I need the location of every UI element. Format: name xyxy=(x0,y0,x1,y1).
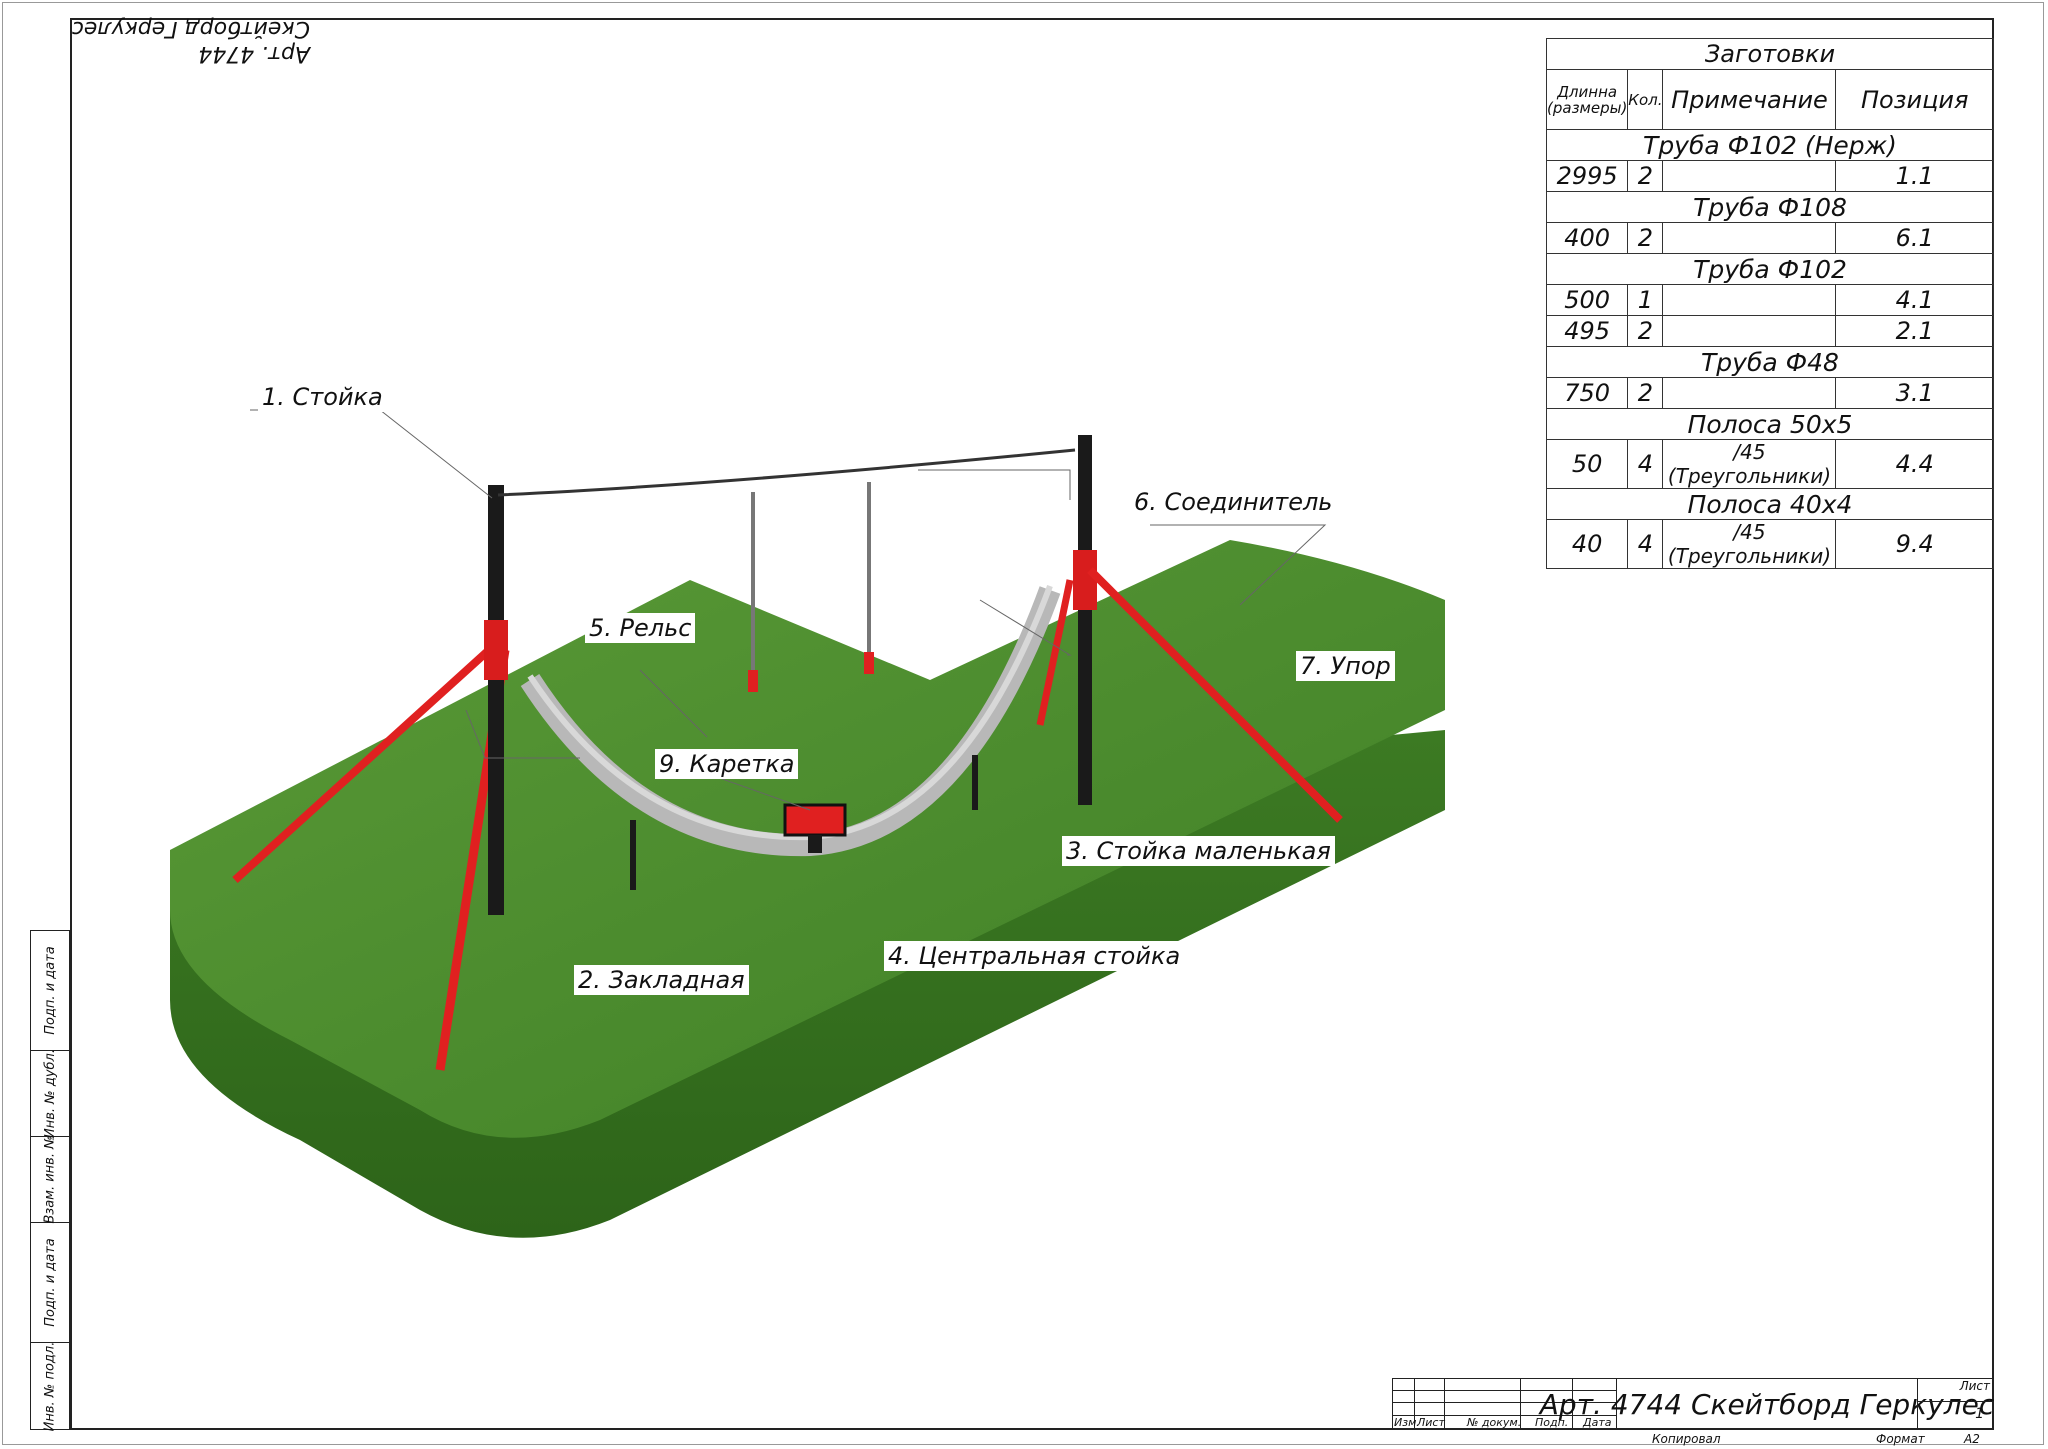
cell-position: 3.1 xyxy=(1835,377,1994,409)
cell-position: 6.1 xyxy=(1835,222,1994,254)
cell-qty: 1 xyxy=(1627,284,1664,316)
rope-tassel-1 xyxy=(748,670,758,692)
cell-length: 750 xyxy=(1545,377,1629,409)
material-name: Труба Ф102 (Нерж) xyxy=(1546,129,1994,161)
cell-note xyxy=(1662,284,1837,316)
right-post xyxy=(1078,435,1092,805)
col-label: Подп. xyxy=(1535,1416,1569,1429)
callout-label: 4. Центральная стойка xyxy=(884,941,1185,971)
copied-label: Копировал xyxy=(1652,1432,1721,1446)
header-note: Примечание xyxy=(1662,69,1837,130)
right-strut-2 xyxy=(1036,579,1074,726)
table-header-row: Длинна (размеры) Кол. Примечание Позиция xyxy=(1545,69,1994,130)
material-name: Полоса 50х5 xyxy=(1546,408,1994,440)
header-length: Длинна (размеры) xyxy=(1545,69,1629,130)
cell-note xyxy=(1662,315,1837,347)
sheet-number: 1 xyxy=(1975,1406,1984,1422)
side-cell: Подп. и дата xyxy=(31,1223,69,1343)
drawing-frame xyxy=(70,18,1994,1430)
cell-length: 50 xyxy=(1545,439,1629,489)
top-stamp: Арт. 4744 Скейтборд Геркулес xyxy=(70,16,310,67)
title-block-title: Арт. 4744 Скейтборд Геркулес xyxy=(1539,1387,1995,1421)
sheet-label: Лист xyxy=(1918,1379,1994,1402)
cell-position: 1.1 xyxy=(1835,160,1994,192)
cell-length: 40 xyxy=(1545,519,1629,569)
cell-note: /45 (Треугольники) xyxy=(1662,519,1837,569)
header-position: Позиция xyxy=(1835,69,1994,130)
cell-position: 4.1 xyxy=(1835,284,1994,316)
cell-note xyxy=(1662,160,1837,192)
header-qty: Кол. xyxy=(1627,69,1664,130)
sheet-cell: Лист 1 xyxy=(1917,1379,1994,1429)
cell-length: 400 xyxy=(1545,222,1629,254)
cell-qty: 2 xyxy=(1627,222,1664,254)
material-group-row: Труба Ф108 xyxy=(1546,191,1994,223)
format-label: Формат xyxy=(1876,1432,1925,1446)
side-cell: Инв. № дубл. xyxy=(31,1049,69,1138)
central-post xyxy=(808,835,822,853)
cable xyxy=(497,448,1076,497)
right-strut-1 xyxy=(1087,567,1343,823)
left-strut-1 xyxy=(232,637,503,883)
cell-length: 495 xyxy=(1545,315,1629,347)
side-cell: Инв. № подл. xyxy=(42,1341,58,1431)
blanks-table: Заготовки Длинна (размеры) Кол. Примечан… xyxy=(1545,38,1994,569)
title-block: Изм. Лист № докум. Подп. Дата Арт. 4744 … xyxy=(1392,1378,1994,1430)
material-name: Труба Ф48 xyxy=(1546,346,1994,378)
material-group-row: Труба Ф102 xyxy=(1546,253,1994,285)
callout-label: 9. Каретка xyxy=(655,749,799,779)
cell-position: 2.1 xyxy=(1835,315,1994,347)
material-group-row: Полоса 40х4 xyxy=(1546,488,1994,520)
callout-label: 3. Стойка маленькая xyxy=(1062,836,1335,866)
format-value: А2 xyxy=(1964,1432,1980,1446)
callout-label: 7. Упор xyxy=(1296,651,1395,681)
side-cell: Подп. и дата xyxy=(31,931,69,1051)
material-name: Труба Ф108 xyxy=(1546,191,1994,223)
right-connector xyxy=(1073,550,1097,610)
cell-length: 500 xyxy=(1545,284,1629,316)
col-label: Дата xyxy=(1583,1416,1612,1429)
cell-qty: 2 xyxy=(1627,377,1664,409)
cell-length: 2995 xyxy=(1545,160,1629,192)
cell-note xyxy=(1662,377,1837,409)
col-label: № докум. xyxy=(1467,1416,1522,1429)
col-label: Лист xyxy=(1417,1416,1445,1429)
rope-tassel-2 xyxy=(864,652,874,674)
cell-qty: 4 xyxy=(1627,439,1664,489)
product-render xyxy=(170,409,1445,1238)
carriage xyxy=(783,803,847,837)
callout-label: 6. Соединитель xyxy=(1130,487,1337,517)
cell-qty: 4 xyxy=(1627,519,1664,569)
callout-label: 1. Стойка xyxy=(258,382,387,412)
left-post xyxy=(488,485,504,915)
callout-label: 2. Закладная xyxy=(574,965,749,995)
table-title: Заготовки xyxy=(1546,38,1994,70)
side-strip: Подп. и дата Инв. № дубл. Взам. инв. № П… xyxy=(30,930,70,1431)
left-connector xyxy=(484,620,508,680)
material-group-row: Труба Ф102 (Нерж) xyxy=(1546,129,1994,161)
table-title-row: Заготовки xyxy=(1546,38,1994,70)
material-group-row: Полоса 50х5 xyxy=(1546,408,1994,440)
material-name: Труба Ф102 xyxy=(1546,253,1994,285)
material-name: Полоса 40х4 xyxy=(1546,488,1994,520)
col-label: Изм. xyxy=(1394,1416,1420,1429)
callout-label: 5. Рельс xyxy=(585,613,696,643)
cell-qty: 2 xyxy=(1627,315,1664,347)
cell-note: /45 (Треугольники) xyxy=(1662,439,1837,489)
cell-position: 9.4 xyxy=(1835,519,1994,569)
cell-qty: 2 xyxy=(1627,160,1664,192)
material-group-row: Труба Ф48 xyxy=(1546,346,1994,378)
cell-note xyxy=(1662,222,1837,254)
side-cell: Взам. инв. № xyxy=(31,1135,69,1224)
cell-position: 4.4 xyxy=(1835,439,1994,489)
